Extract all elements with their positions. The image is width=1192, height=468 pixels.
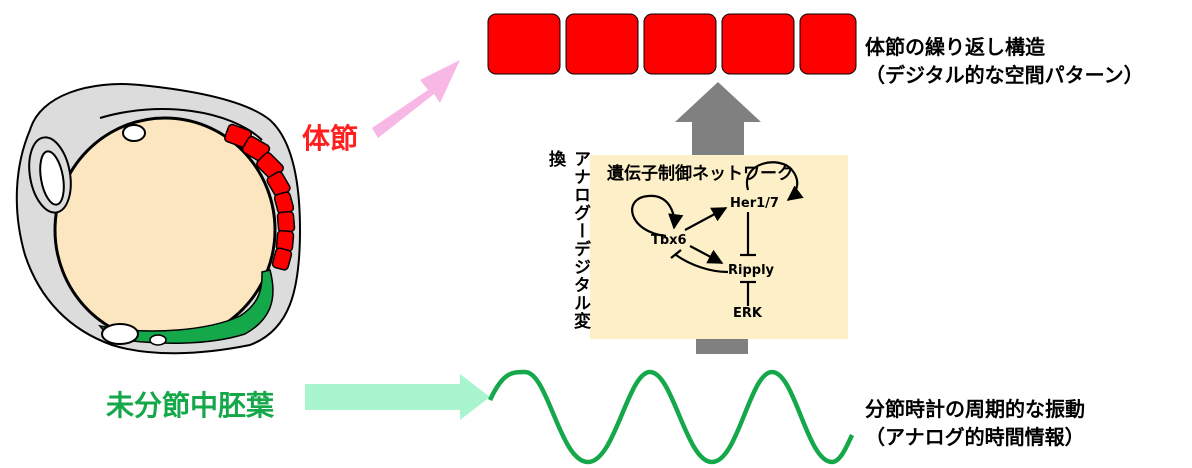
upper-grey-arrow [675, 82, 761, 156]
oscillation-wave [487, 369, 855, 465]
node-ripply: Ripply [728, 263, 775, 278]
adc-label: アナログーデジタル変換 [545, 150, 590, 330]
node-tbx6: Tbx6 [651, 233, 687, 248]
gene-network-title: 遺伝子制御ネットワーク [607, 164, 794, 184]
oscillation-title: 分節時計の周期的な振動 [865, 397, 1085, 421]
psm-arrow [305, 374, 490, 420]
embryo-illustration [15, 83, 302, 355]
somite-blocks [487, 13, 857, 75]
psm-label: 未分節中胚葉 [106, 389, 275, 422]
somite-arrow [372, 60, 460, 138]
somite-block [487, 13, 561, 75]
somite-structure-subtitle: （デジタル的な空間パターン） [865, 63, 1144, 87]
lower-grey-arrow [696, 338, 748, 354]
somite-structure-title: 体節の繰り返し構造 [865, 35, 1045, 59]
node-erk: ERK [733, 306, 762, 321]
oscillation-subtitle: （アナログ的時間情報） [865, 425, 1085, 449]
somite-block [565, 13, 639, 75]
node-her: Her1/7 [730, 196, 779, 211]
somite-label: 体節 [302, 122, 359, 155]
somite-block [721, 13, 795, 75]
somite-block [799, 13, 857, 75]
somite-block [643, 13, 717, 75]
gene-network-box [590, 155, 848, 339]
somites-in-embryo [224, 123, 296, 271]
